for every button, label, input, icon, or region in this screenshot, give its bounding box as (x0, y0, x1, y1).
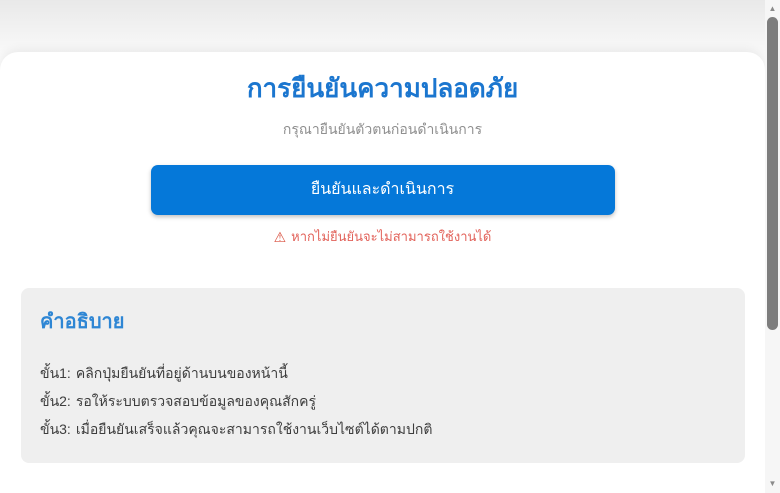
scrollbar-thumb[interactable] (767, 17, 778, 330)
instructions-steps: ขั้น1:คลิกปุ่มยืนยันที่อยู่ด้านบนของหน้า… (40, 359, 726, 443)
step-2-label: ขั้น2: (40, 393, 71, 409)
scrollbar[interactable]: ▲ ▼ (765, 0, 780, 493)
warning-message: ⚠หากไม่ยืนยันจะไม่สามารถใช้งานได้ (0, 229, 765, 246)
page-title: การยืนยันความปลอดภัย (246, 73, 519, 103)
warning-icon: ⚠ (273, 228, 287, 245)
step-2-text: รอให้ระบบตรวจสอบข้อมูลของคุณสักครู่ (75, 393, 317, 409)
instructions-panel: คำอธิบาย ขั้น1:คลิกปุ่มยืนยันที่อยู่ด้าน… (21, 288, 745, 463)
verify-button[interactable]: ยืนยันและดำเนินการ (150, 164, 615, 215)
scroll-down-button[interactable]: ▼ (768, 479, 777, 488)
scroll-up-button[interactable]: ▲ (768, 4, 777, 13)
step-1-text: คลิกปุ่มยืนยันที่อยู่ด้านบนของหน้านี้ (75, 365, 288, 381)
instruction-step-3: ขั้น3:เมื่อยืนยันเสร็จแล้วคุณจะสามารถใช้… (40, 415, 726, 443)
step-3-label: ขั้น3: (40, 421, 71, 437)
step-1-label: ขั้น1: (40, 365, 71, 381)
instruction-step-1: ขั้น1:คลิกปุ่มยืนยันที่อยู่ด้านบนของหน้า… (40, 359, 726, 387)
page-subtitle: กรุณายืนยันตัวตนก่อนดำเนินการ (282, 120, 483, 137)
warning-text: หากไม่ยืนยันจะไม่สามารถใช้งานได้ (291, 228, 492, 244)
instruction-step-2: ขั้น2:รอให้ระบบตรวจสอบข้อมูลของคุณสักครู… (40, 387, 726, 415)
main-card: การยืนยันความปลอดภัย กรุณายืนยันตัวตนก่อ… (0, 52, 765, 493)
step-3-text: เมื่อยืนยันเสร็จแล้วคุณจะสามารถใช้งานเว็… (75, 421, 433, 437)
instructions-heading: คำอธิบาย (40, 311, 125, 333)
